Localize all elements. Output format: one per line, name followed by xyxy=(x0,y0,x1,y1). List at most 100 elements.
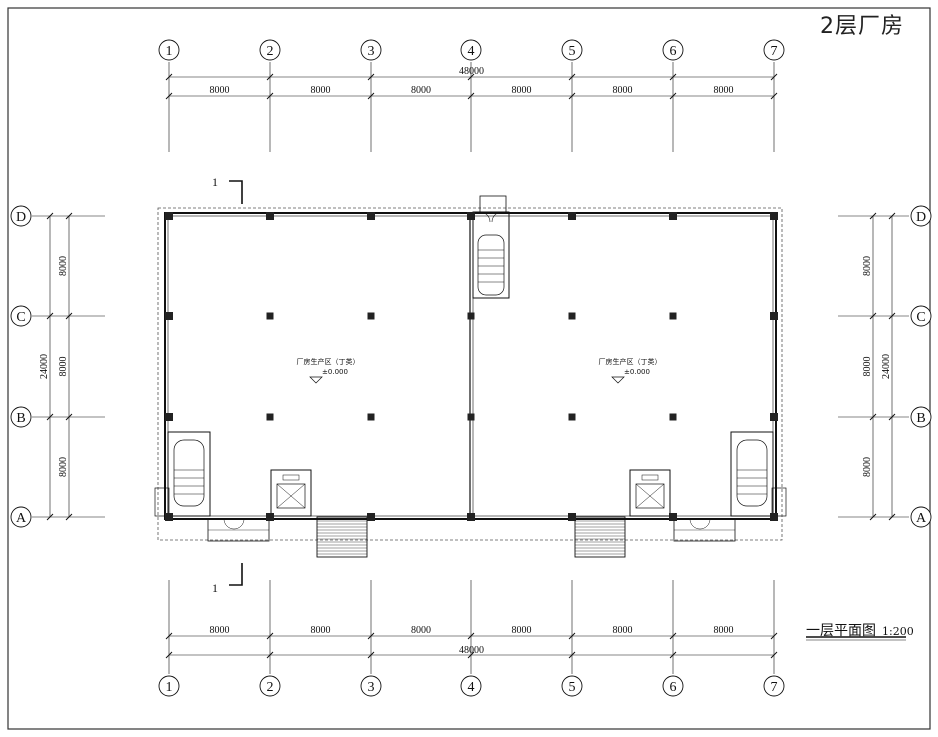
eaves-outline xyxy=(157,207,783,541)
dimension-column-spacing: 8000 xyxy=(411,625,431,636)
grid-bubble xyxy=(10,305,32,327)
column xyxy=(770,413,778,421)
dimension-column-spacing: 8000 xyxy=(512,85,532,96)
grid-bubble xyxy=(910,406,932,428)
dimension-tick xyxy=(266,632,274,640)
column xyxy=(367,413,375,421)
right-ramp xyxy=(574,516,626,558)
dimension-tick xyxy=(770,73,778,81)
column xyxy=(467,413,475,421)
column xyxy=(770,312,778,320)
dimension-tick xyxy=(770,632,778,640)
dimension-tick xyxy=(669,651,677,659)
dimension-tick xyxy=(869,513,877,521)
dimension-tick xyxy=(65,413,73,421)
grid-bubble-label: B xyxy=(916,411,925,426)
column xyxy=(467,212,475,220)
dimension-tick xyxy=(266,73,274,81)
column xyxy=(165,413,173,421)
dimension-tick xyxy=(65,212,73,220)
section-label-top: 1 xyxy=(212,175,218,189)
grid-bubble xyxy=(460,675,482,697)
grid-bubble-label: 3 xyxy=(368,44,375,59)
dimension-tick xyxy=(568,73,576,81)
dimension-tick xyxy=(467,73,475,81)
dimension-total-width: 48000 xyxy=(459,66,484,77)
dimension-tick xyxy=(165,73,173,81)
grid-bubble-label: A xyxy=(916,511,927,526)
column xyxy=(266,513,274,521)
grid-bubble-label: 2 xyxy=(267,680,274,695)
dimension-row-spacing: 8000 xyxy=(58,357,69,377)
column xyxy=(669,413,677,421)
grid-bubble xyxy=(10,406,32,428)
dimension-tick xyxy=(568,651,576,659)
column xyxy=(367,312,375,320)
dimension-tick xyxy=(46,212,54,220)
column xyxy=(669,513,677,521)
dimension-total-depth: 24000 xyxy=(881,354,892,379)
dimension-row-spacing: 8000 xyxy=(862,256,873,276)
grid-bubble xyxy=(763,39,785,61)
dimension-tick xyxy=(367,92,375,100)
dimension-tick xyxy=(770,92,778,100)
grid-bubble xyxy=(561,39,583,61)
dimension-tick xyxy=(367,651,375,659)
grid-bubble-label: 1 xyxy=(166,44,173,59)
grid-bubble xyxy=(360,675,382,697)
column xyxy=(367,212,375,220)
room-elevation: ±0.000 xyxy=(322,368,348,376)
dimension-tick xyxy=(888,212,896,220)
column xyxy=(165,513,173,521)
dimension-tick xyxy=(266,651,274,659)
dimension-column-spacing: 8000 xyxy=(512,625,532,636)
grid-bubble-label: 1 xyxy=(166,680,173,695)
column xyxy=(266,212,274,220)
dimension-tick xyxy=(165,632,173,640)
left-stair xyxy=(154,431,211,517)
dimension-tick xyxy=(568,92,576,100)
column xyxy=(568,212,576,220)
column xyxy=(165,212,173,220)
dimension-column-spacing: 8000 xyxy=(411,85,431,96)
dimension-tick xyxy=(367,632,375,640)
grid-bubble xyxy=(561,675,583,697)
grid-bubble xyxy=(158,675,180,697)
column xyxy=(770,513,778,521)
dimension-tick xyxy=(568,632,576,640)
right-stair xyxy=(730,431,787,517)
dimension-tick xyxy=(669,73,677,81)
grid-bubble xyxy=(10,205,32,227)
dimension-tick xyxy=(869,413,877,421)
dimension-tick xyxy=(669,632,677,640)
grid-bubble xyxy=(360,39,382,61)
dimension-tick xyxy=(888,513,896,521)
grid-bubble-label: 6 xyxy=(670,44,677,59)
grid-bubble-label: 6 xyxy=(670,680,677,695)
dimension-row-spacing: 8000 xyxy=(862,357,873,377)
column xyxy=(467,513,475,521)
grid-bubble xyxy=(763,675,785,697)
column xyxy=(669,212,677,220)
column xyxy=(367,513,375,521)
dimension-tick xyxy=(770,651,778,659)
section-cut-top: 1 xyxy=(212,175,243,204)
room-label-right: 厂房生产区（丁类） ±0.000 xyxy=(590,357,670,377)
ramp-outline xyxy=(574,516,626,558)
dimension-tick xyxy=(869,312,877,320)
dimension-tick xyxy=(165,92,173,100)
grid-bubble-label: B xyxy=(16,411,25,426)
grid-bubble xyxy=(662,39,684,61)
column xyxy=(568,312,576,320)
grid-bubble-label: A xyxy=(16,511,27,526)
grid-bubble-label: 3 xyxy=(368,680,375,695)
dimension-tick xyxy=(669,92,677,100)
room-elevation: ±0.000 xyxy=(624,368,650,376)
drawing-scale: 1:200 xyxy=(882,625,914,638)
grid-bubble xyxy=(259,39,281,61)
grid-bubble xyxy=(460,39,482,61)
grid-bubble xyxy=(259,675,281,697)
